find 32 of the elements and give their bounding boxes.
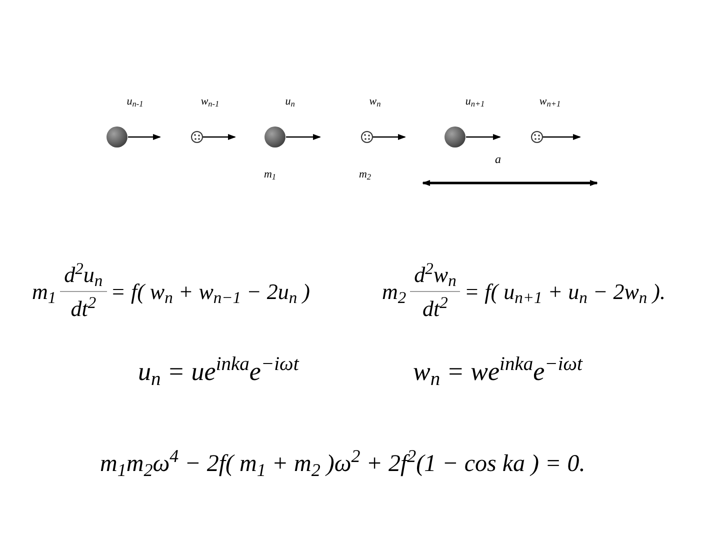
mass-ball xyxy=(106,126,128,148)
equation-part: = f( u$_{n+1}$ + u$_{n}$ − 2w$_{n}$ ). xyxy=(464,278,666,308)
equation-part: u$_{n}$ = ue$^{inka}$e$^{−iωt}$ xyxy=(138,357,299,386)
equation-part: m$_{2}$ xyxy=(382,278,406,308)
arrow xyxy=(543,134,581,140)
mass-ball xyxy=(264,126,286,148)
displacement-label: u$_{n-1}$ xyxy=(126,96,144,108)
mass-label: m$_{2}$ xyxy=(358,170,372,180)
arrow xyxy=(373,134,406,140)
equation-part: = f( w$_{n}$ + w$_{n−1}$ − 2u$_{n}$ ) xyxy=(110,278,310,308)
arrow xyxy=(203,134,236,140)
equation-part: m$_{1}$ xyxy=(32,278,56,308)
mass-ball xyxy=(444,126,466,148)
arrow xyxy=(466,134,501,140)
equation-part: w$_{n}$ = we$^{inka}$e$^{−iωt}$ xyxy=(413,357,582,386)
displacement-label: w$_{n+1}$ xyxy=(539,96,561,108)
numerator: d$^{2}$u$_{n}$ xyxy=(60,258,107,292)
arrow xyxy=(128,134,161,140)
displacement-label: w$_{n}$ xyxy=(369,96,381,108)
displacement-label: w$_{n-1}$ xyxy=(200,96,220,108)
spacing-label: a xyxy=(495,153,501,165)
small-particle xyxy=(361,131,373,143)
equation-part: m$_{1}$m$_{2}$ω$^{4}$ − 2f( m$_{1}$ + m$_{2}$ )ω$^{2}$ + 2f$^{2}$(1 − cos ka ) = 0. xyxy=(100,451,586,477)
arrow xyxy=(286,134,321,140)
denominator: dt$^{2}$ xyxy=(422,292,448,323)
mass-label: m$_{1}$ xyxy=(264,170,276,180)
small-particle xyxy=(191,131,203,143)
displacement-label: u$_{n}$ xyxy=(285,96,295,108)
numerator: d$^{2}$w$_{n}$ xyxy=(410,258,460,292)
displacement-label: u$_{n+1}$ xyxy=(465,96,485,108)
small-particle xyxy=(531,131,543,143)
denominator: dt$^{2}$ xyxy=(70,292,96,323)
